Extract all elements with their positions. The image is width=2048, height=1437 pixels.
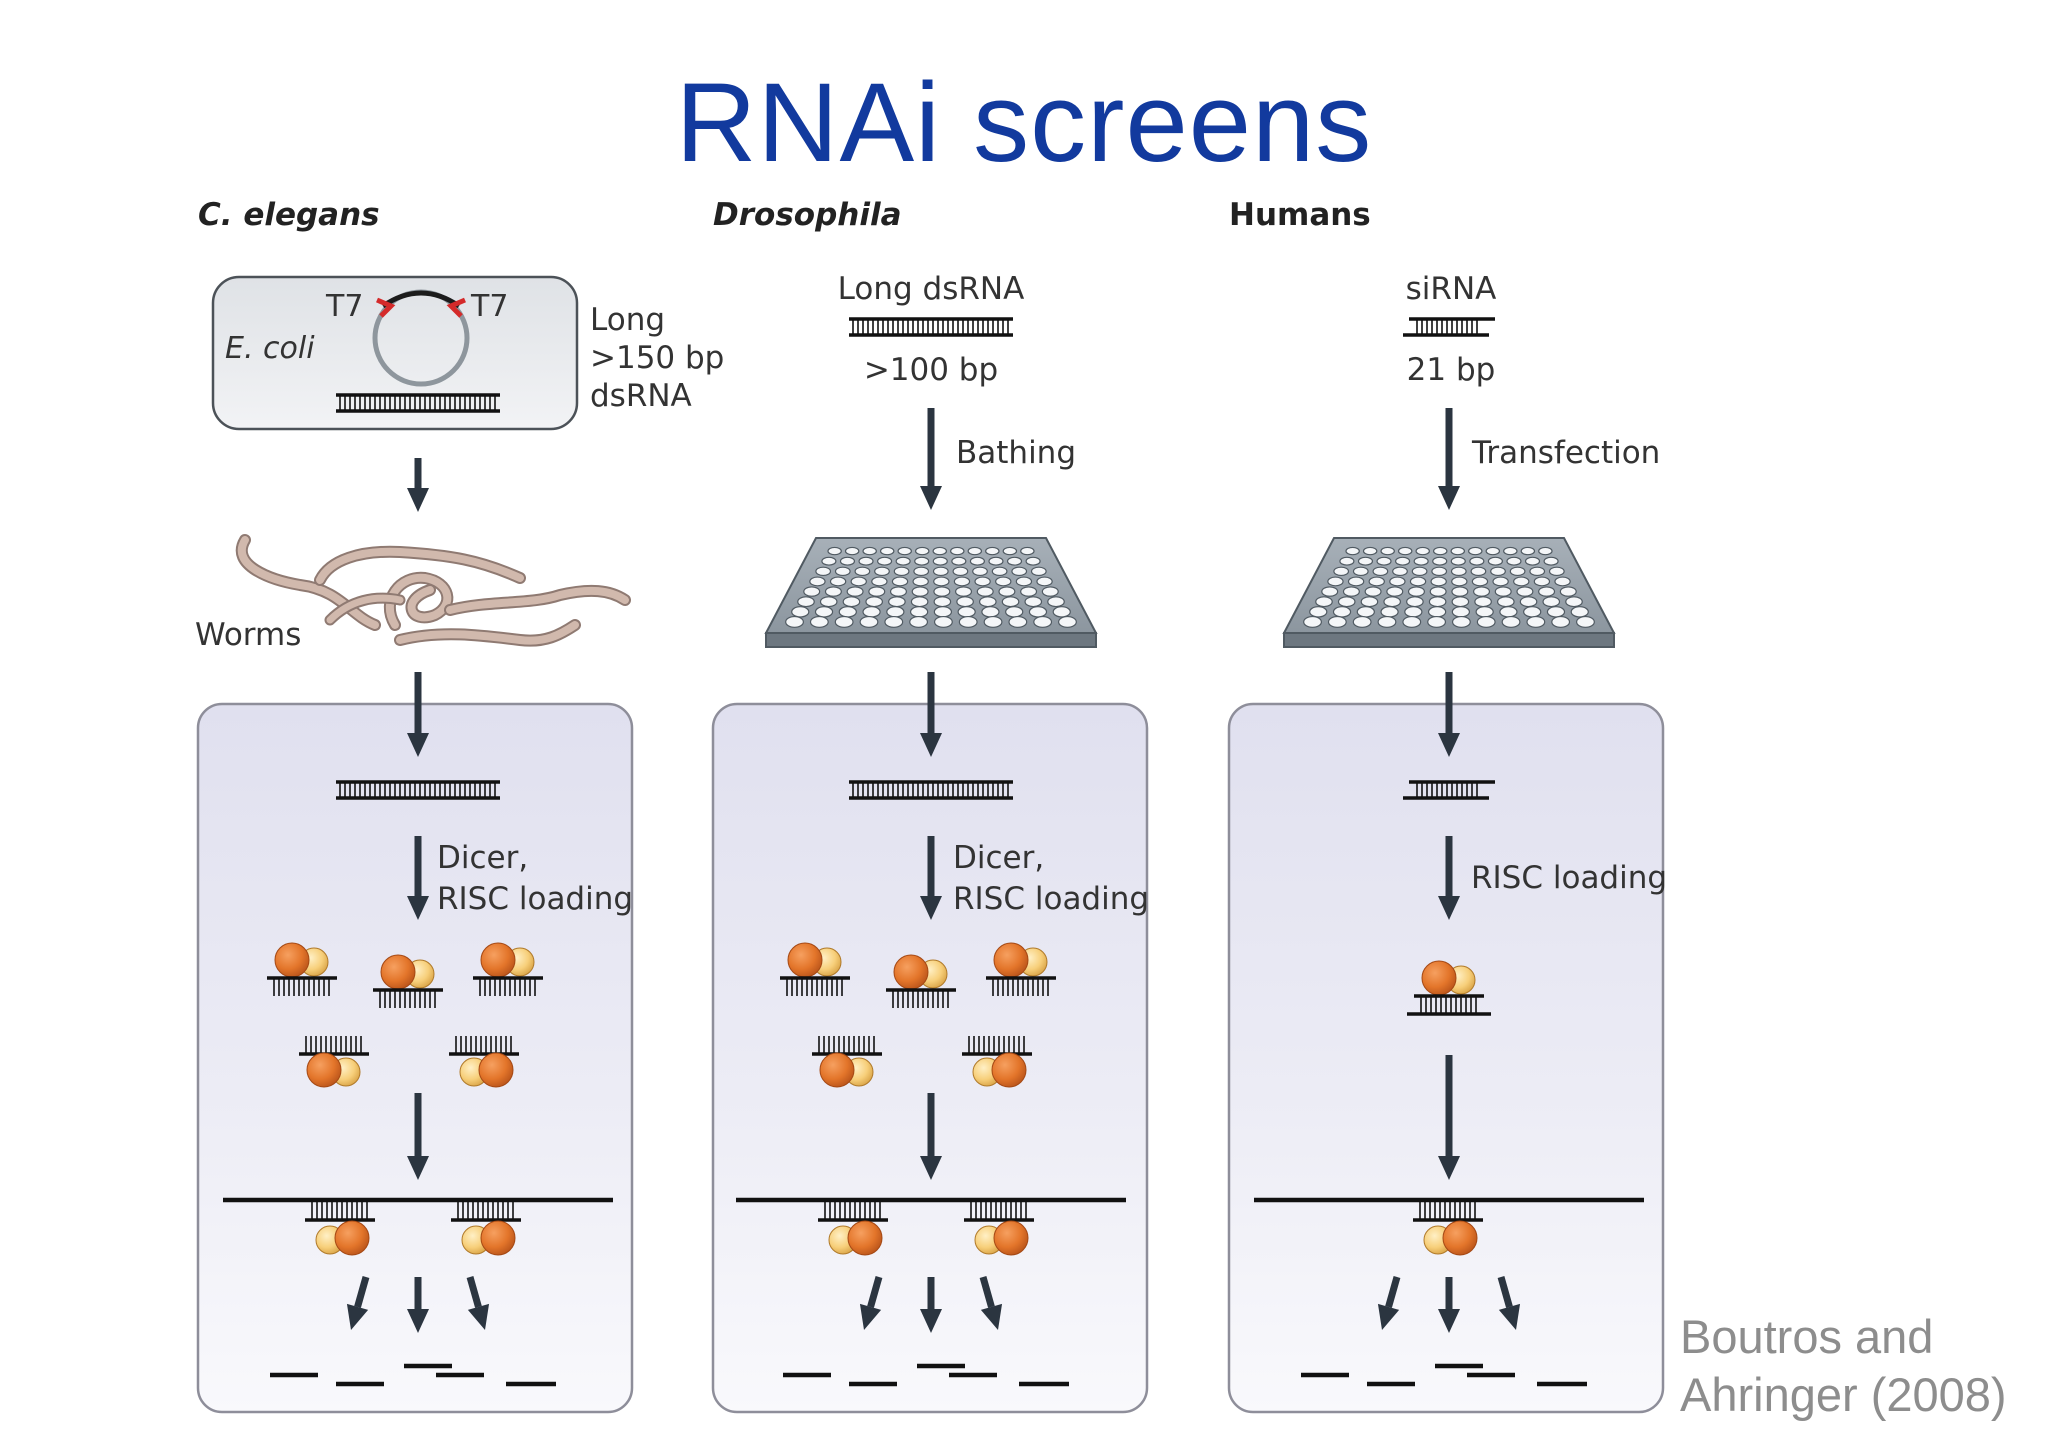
arrow-humans-to-mrna: [1438, 1055, 1460, 1180]
humans-delivery-label: Transfection: [1471, 435, 1660, 471]
drosophila-risc-1: [780, 942, 850, 996]
drosophila-cell-dsrna: [849, 780, 1013, 800]
citation-line-1: Boutros and: [1680, 1310, 1934, 1363]
humans-cell-sirna: [1403, 780, 1495, 800]
ecoli-bacterium: [211, 275, 579, 431]
plasmid-insert: [381, 290, 461, 309]
rna-desc-line3: dsRNA: [590, 378, 692, 414]
drosophila-risc-5: [962, 1036, 1032, 1088]
ecoli-dsrna: [336, 393, 500, 413]
humans-mrna: [1254, 1197, 1644, 1256]
arrow-drosophila-plate-to-cell: [920, 672, 942, 757]
arrow-humans-cleave-middle: [1438, 1277, 1460, 1333]
slide-title: RNAi screens: [675, 60, 1373, 185]
drosophila-rna-bottom-label: >100 bp: [864, 352, 998, 388]
humans-fragments: [1301, 1363, 1587, 1387]
drosophila-mrna: [736, 1197, 1126, 1256]
c-elegans-risc-2: [373, 954, 443, 1008]
arrow-ecoli-to-worms: [407, 458, 429, 512]
arrow-humans-transfection: [1438, 408, 1460, 510]
c-elegans-risc-1: [267, 942, 337, 996]
arrow-c-elegans-dicer: [407, 836, 429, 920]
t7-label-right: T7: [470, 289, 508, 324]
arrow-c-elegans-to-mrna: [407, 1093, 429, 1180]
citation: Boutros and Ahringer (2008): [1680, 1308, 2007, 1424]
c-elegans-fragments: [270, 1363, 556, 1387]
drosophila-plate: [764, 537, 1098, 648]
arrow-drosophila-cleave-right: [979, 1276, 1003, 1330]
humans-plate: [1282, 537, 1616, 648]
c-elegans-risc-3: [473, 942, 543, 996]
drosophila-input-dsrna: [849, 317, 1013, 337]
arrow-humans-cleave-left: [1377, 1276, 1401, 1330]
drosophila-risc-4: [812, 1036, 882, 1088]
arrow-humans-cleave-right: [1497, 1276, 1521, 1330]
worms-illustration: [235, 534, 631, 647]
t7-primer-left: [376, 297, 396, 318]
column-header-c-elegans: C. elegans: [198, 197, 380, 233]
arrow-c-elegans-cleave-left: [346, 1276, 370, 1330]
arrow-humans-plate-to-cell: [1438, 672, 1460, 757]
rna-desc-line2: >150 bp: [590, 340, 724, 376]
c-elegans-cell-dsrna: [336, 780, 500, 800]
column-header-humans: Humans: [1229, 197, 1371, 233]
column-header-drosophila: Drosophila: [713, 197, 902, 233]
c-elegans-risc-5: [449, 1036, 519, 1088]
worms-label: Worms: [195, 617, 301, 653]
drosophila-processing-label-1: Dicer,: [953, 840, 1044, 876]
arrow-drosophila-cleave-left: [859, 1276, 883, 1330]
arrow-drosophila-bathing: [920, 408, 942, 510]
humans-processing-label: RISC loading: [1471, 860, 1667, 896]
c-elegans-processing-label-2: RISC loading: [437, 881, 633, 917]
drosophila-delivery-label: Bathing: [956, 435, 1076, 471]
t7-label-left: T7: [325, 289, 363, 324]
diagram-marks: [223, 317, 1644, 1387]
ecoli-label: E. coli: [225, 331, 315, 366]
arrow-humans-risc-loading: [1438, 836, 1460, 920]
drosophila-risc-3: [986, 942, 1056, 996]
drosophila-processing-label-2: RISC loading: [953, 881, 1149, 917]
humans-risc-sirna-complex: [1407, 960, 1491, 1016]
t7-primer-right: [446, 297, 466, 318]
arrow-drosophila-to-mrna: [920, 1093, 942, 1180]
humans-rna-bottom-label: 21 bp: [1407, 352, 1496, 388]
drosophila-risc-2: [886, 954, 956, 1008]
arrow-drosophila-cleave-middle: [920, 1277, 942, 1333]
humans-input-sirna: [1403, 317, 1495, 337]
rna-desc-line1: Long: [590, 302, 665, 338]
c-elegans-mrna: [223, 1197, 613, 1256]
c-elegans-processing-label-1: Dicer,: [437, 840, 528, 876]
drosophila-rna-top-label: Long dsRNA: [838, 271, 1025, 307]
c-elegans-risc-4: [299, 1036, 369, 1088]
drosophila-fragments: [783, 1363, 1069, 1387]
arrow-drosophila-dicer: [920, 836, 942, 920]
arrow-c-elegans-cleave-right: [466, 1276, 490, 1330]
humans-rna-top-label: siRNA: [1406, 271, 1497, 307]
arrow-c-elegans-cleave-middle: [407, 1277, 429, 1333]
citation-line-2: Ahringer (2008): [1680, 1368, 2007, 1421]
arrow-worms-to-cell: [407, 672, 429, 757]
